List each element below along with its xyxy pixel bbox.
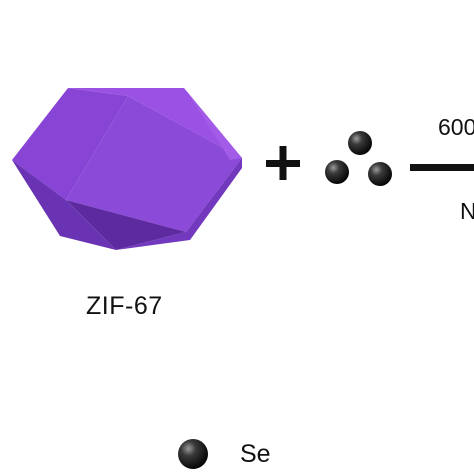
reaction-temperature-label: 600	[438, 114, 474, 140]
crystal-upper-left-face	[12, 88, 128, 200]
crystal-upper-right-face	[184, 88, 242, 160]
selenium-cluster-icon	[325, 131, 392, 186]
reaction-arrow	[410, 164, 474, 171]
legend-label: Se	[240, 440, 271, 468]
selenium-sphere-top	[348, 131, 372, 155]
crystal-bottom-face	[66, 200, 186, 250]
zif67-crystal-icon	[12, 88, 242, 250]
crystal-lower-left-face	[12, 160, 116, 250]
legend-selenium-sphere-icon	[178, 439, 208, 469]
plus-sign-icon	[266, 146, 300, 180]
selenium-sphere-right	[368, 162, 392, 186]
reaction-atmosphere-label: N	[460, 198, 474, 224]
crystal-front-face	[66, 96, 242, 232]
selenium-sphere-left	[325, 160, 349, 184]
precursor-label: ZIF-67	[86, 292, 163, 320]
